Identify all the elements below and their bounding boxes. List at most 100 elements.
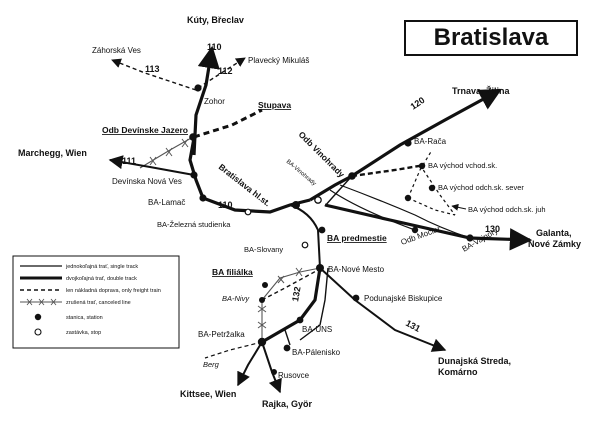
label-filialka: BA filiálka (212, 267, 253, 277)
track-hlst-predmestie (289, 204, 321, 269)
station-filialka (262, 282, 268, 288)
label-petrzalka: BA-Petržalka (198, 330, 245, 339)
label-devinska: Devínska Nová Ves (112, 177, 182, 186)
label-nove-mesto: BA-Nové Mesto (328, 265, 385, 274)
track-hlst-vinohrady (309, 174, 353, 202)
track-vinohrady-arc2 (329, 189, 416, 231)
station-rusovce (271, 369, 277, 375)
label-predmestie: BA predmestie (327, 233, 387, 243)
label-raca: BA-Rača (414, 137, 447, 146)
track-canceled-devinske (139, 136, 194, 169)
label-slovany: BA-Slovany (244, 245, 283, 254)
label-berg: Berg (203, 360, 220, 369)
track-galanta (324, 203, 533, 251)
track-zahorska (111, 58, 197, 91)
label-nove-zamky: Nové Zámky (528, 239, 581, 249)
label-vychod-sever: BA východ odch.sk. sever (438, 183, 524, 192)
station-predmestie (318, 226, 326, 234)
station-hlst (292, 201, 300, 209)
line-number-110-mid: 110 (218, 200, 233, 210)
label-uns: BA-ÚNS (302, 325, 332, 334)
line-number-130: 130 (485, 224, 500, 234)
station-mociar (411, 226, 419, 234)
label-vychod-vchod: BA východ vchod.sk. (428, 161, 497, 170)
arrow-vychod-juh (451, 203, 467, 211)
legend-freight-label: len nákladná doprava, only freight train (66, 288, 161, 294)
label-rajka: Rajka, Györ (262, 399, 313, 409)
label-plavecky: Plavecký Mikuláš (248, 56, 309, 65)
line-number-113: 113 (145, 64, 160, 74)
legend-stop-label: zastávka, stop (66, 330, 101, 336)
track-palenisko (284, 329, 291, 346)
label-zelezna: BA-Železná studienka (157, 220, 231, 229)
track-uns (299, 267, 329, 341)
track-trnava (351, 88, 502, 178)
station-uns (296, 316, 304, 324)
legend-stop-dot (34, 328, 42, 336)
label-zohor: Zohor (204, 97, 225, 106)
label-lamac: BA-Lamač (148, 198, 185, 207)
track-berg (204, 341, 263, 359)
canceled-marks-1 (149, 138, 189, 166)
label-vychod-juh: BA východ odch.sk. juh (468, 205, 546, 214)
label-zahorska: Záhorská Ves (92, 46, 141, 55)
label-galanta: Galanta, (536, 228, 572, 238)
legend: jednokoľajná trať, single track dvojkoľa… (12, 255, 180, 349)
track-freight-vychod-3 (419, 164, 456, 216)
legend-station-dot (34, 313, 42, 321)
track-stupava (193, 108, 263, 139)
station-devinske-jazero (189, 133, 197, 141)
station-devinska (190, 171, 198, 179)
track-freight-vychod-4 (407, 197, 456, 216)
label-stupava: Stupava (258, 100, 291, 110)
label-palenisko: BA-Pálenisko (292, 348, 341, 357)
line-number-112: 112 (218, 66, 233, 76)
track-marchegg (108, 155, 195, 176)
track-novemesto (261, 267, 322, 344)
station-nove-mesto (316, 264, 324, 272)
station-vinohrady (348, 172, 356, 180)
label-nivy: BA-Nivy (222, 294, 250, 303)
stop-slovany (301, 241, 309, 249)
line-number-132: 132 (290, 286, 302, 303)
stop-zelezna (244, 208, 252, 216)
label-podunajske: Podunajské Biskupice (364, 294, 443, 303)
label-kuty: Kúty, Břeclav (187, 15, 244, 25)
track-canceled-petr (261, 267, 321, 301)
label-kittsee: Kittsee, Wien (180, 389, 236, 399)
canceled-marks-2 (257, 267, 303, 329)
station-raca (404, 139, 412, 147)
legend-double-label: dvojkoľajná trať, double track (66, 276, 137, 282)
label-marchegg: Marchegg, Wien (18, 148, 87, 158)
legend-canceled-label: zrušená trať, canceled line (66, 300, 131, 306)
stop-vinohrady-small (314, 196, 322, 204)
station-vajnory (466, 234, 474, 242)
track-vinohrady-arc1 (324, 175, 353, 207)
label-rusovce: Rusovce (278, 371, 310, 380)
track-freight-vychod (351, 163, 426, 178)
track-freight-vychod-2 (407, 149, 433, 199)
track-vinohrady-arc3 (339, 184, 471, 239)
station-zohor (194, 84, 202, 92)
track-rajka (261, 341, 282, 394)
line-number-110-north: 110 (207, 42, 222, 52)
station-vychod-vchod (418, 162, 426, 170)
line-number-131: 131 (404, 318, 422, 334)
track-devinske-lamac (188, 137, 205, 199)
station-nivy (259, 297, 265, 303)
station-lamac (199, 194, 207, 202)
map-title: Bratislava (404, 20, 578, 56)
label-dunajska: Dunajská Streda, (438, 356, 511, 366)
label-trnava: Trnava, Žilina (452, 85, 511, 96)
track-filialka (261, 269, 319, 301)
line-number-120: 120 (409, 95, 427, 112)
track-kittsee (237, 341, 263, 387)
label-komarno: Komárno (438, 367, 478, 377)
legend-station-label: stanica, station (66, 315, 103, 321)
legend-single-label: jednokoľajná trať, single track (65, 264, 138, 270)
station-vychod-sever (428, 184, 436, 192)
station-podunajske (352, 294, 360, 302)
label-odb-devinske: Odb Devínske Jazero (102, 125, 188, 135)
